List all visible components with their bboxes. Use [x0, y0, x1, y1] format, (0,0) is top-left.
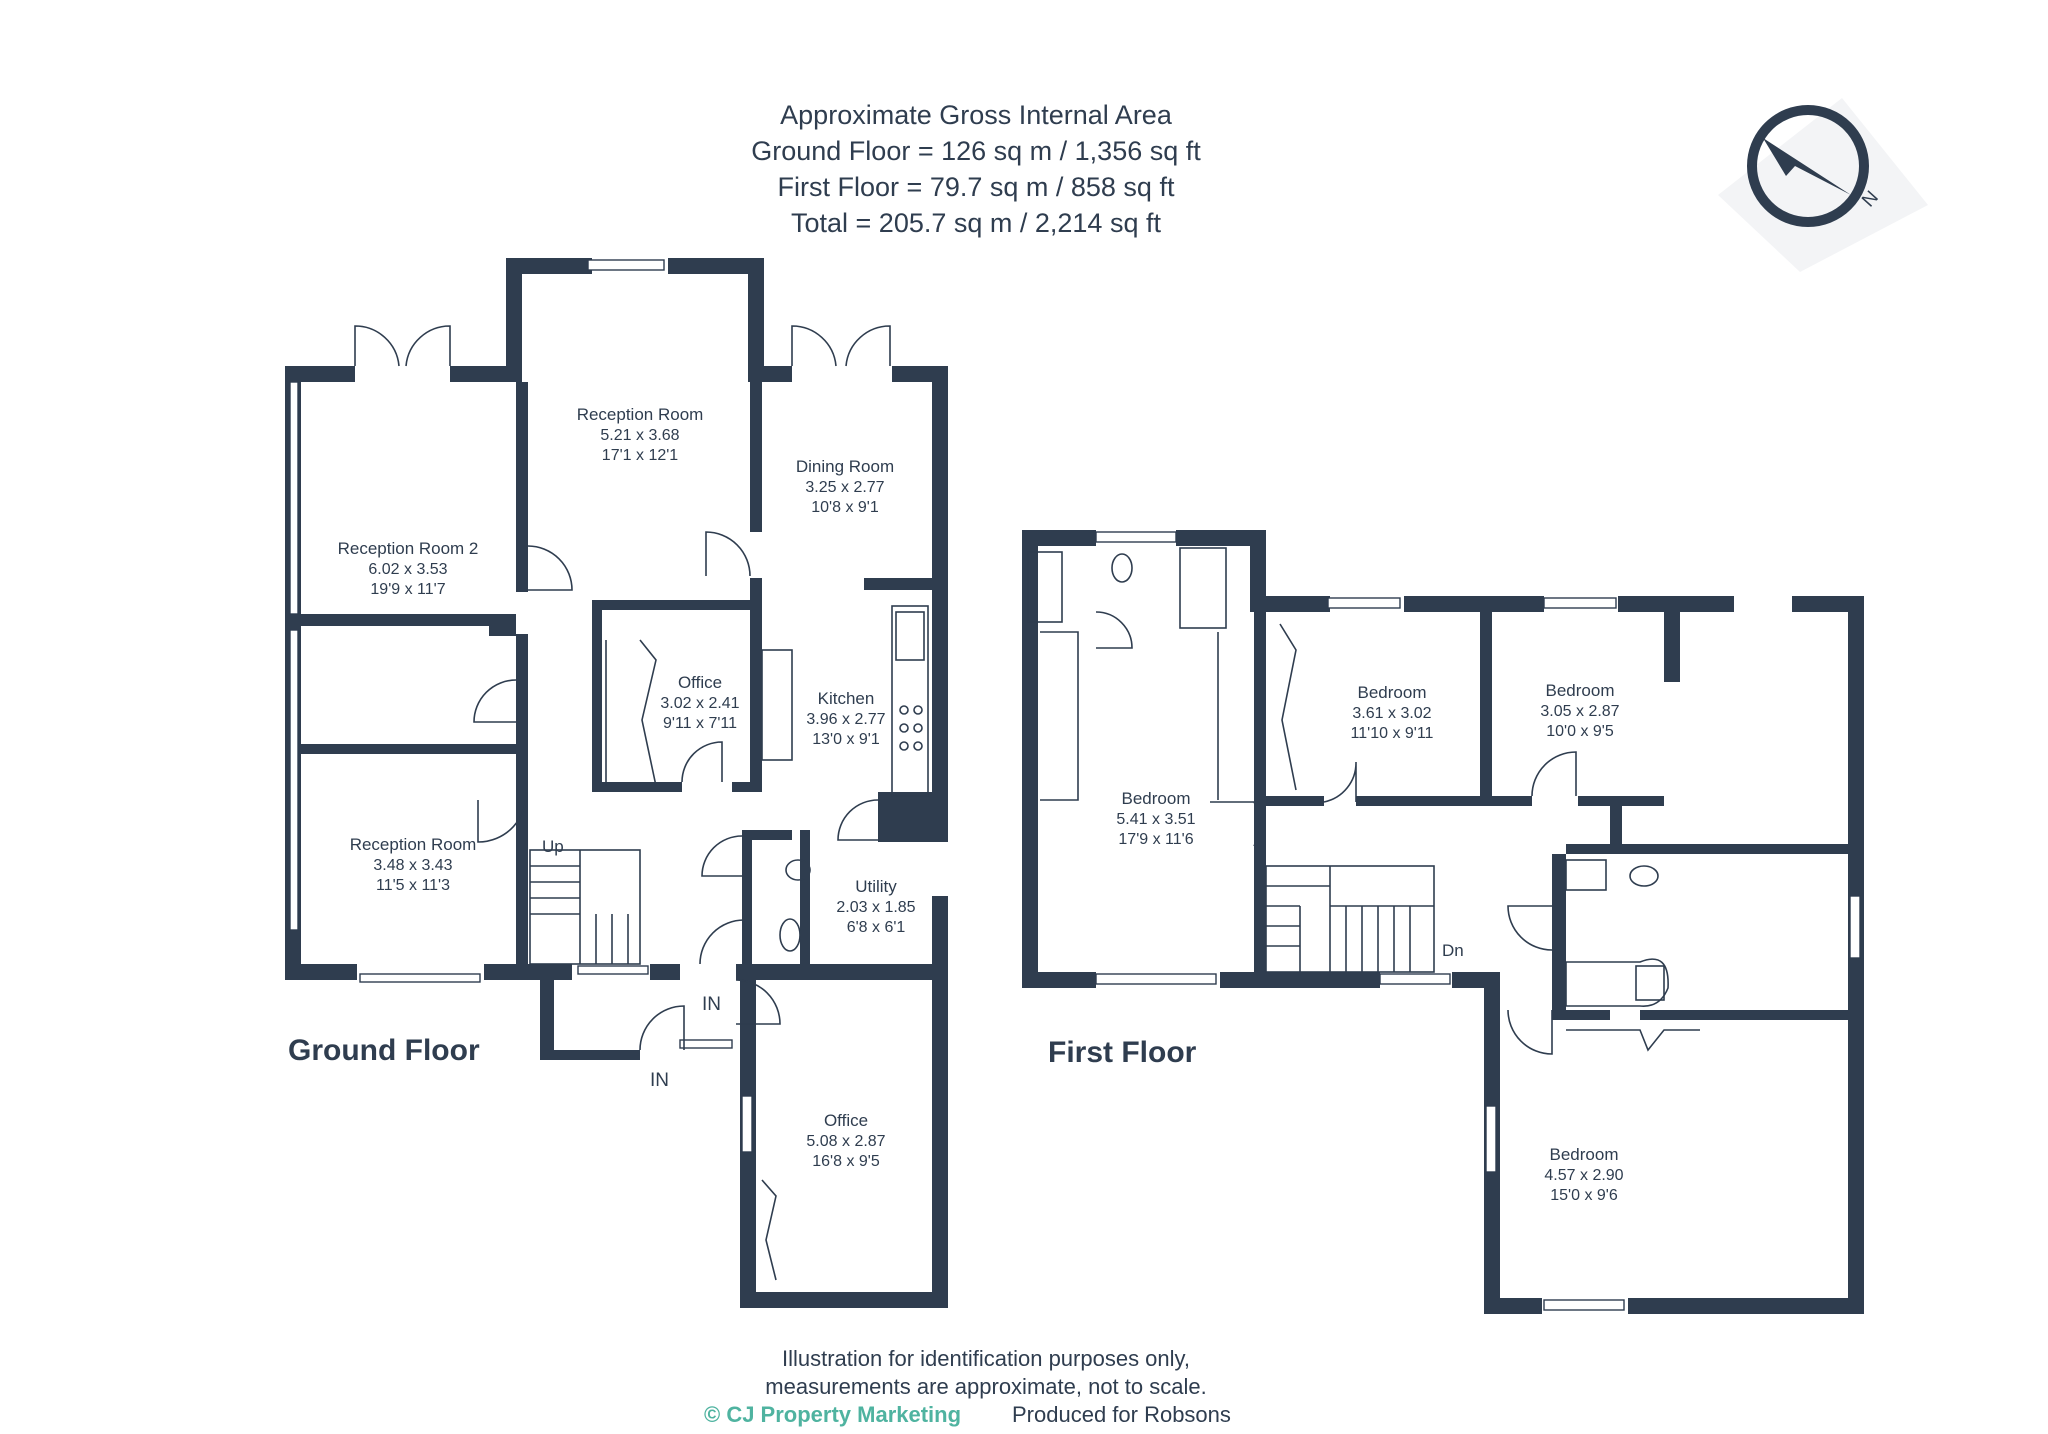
- stairs-up-label: Up: [542, 837, 564, 856]
- svg-text:3.96 x 2.77: 3.96 x 2.77: [806, 711, 885, 728]
- svg-text:Bedroom: Bedroom: [1550, 1145, 1619, 1164]
- svg-text:10'0 x 9'5: 10'0 x 9'5: [1546, 723, 1614, 740]
- room-label-reception-room-2: Reception Room 2 6.02 x 3.53 19'9 x 11'7: [338, 539, 479, 598]
- ground-floor-plan: Reception Room 2 6.02 x 3.53 19'9 x 11'7…: [285, 258, 948, 1308]
- svg-text:Bedroom: Bedroom: [1546, 681, 1615, 700]
- svg-text:6.02 x 3.53: 6.02 x 3.53: [368, 561, 447, 578]
- room-label-utility: Utility 2.03 x 1.85 6'8 x 6'1: [836, 877, 915, 936]
- first-floor-area: First Floor = 79.7 sq m / 858 sq ft: [778, 172, 1175, 202]
- svg-text:4.57 x 2.90: 4.57 x 2.90: [1544, 1167, 1623, 1184]
- ground-floor-label: Ground Floor: [288, 1034, 480, 1067]
- disclaimer-line-1: Illustration for identification purposes…: [782, 1346, 1190, 1371]
- room-label-bedroom-main: Bedroom 5.41 x 3.51 17'9 x 11'6: [1116, 789, 1195, 848]
- room-label-kitchen: Kitchen 3.96 x 2.77 13'0 x 9'1: [806, 689, 885, 748]
- svg-text:11'10 x 9'11: 11'10 x 9'11: [1351, 725, 1434, 742]
- ground-room-labels: Reception Room 2 6.02 x 3.53 19'9 x 11'7…: [338, 405, 916, 1170]
- svg-text:3.25 x 2.77: 3.25 x 2.77: [805, 479, 884, 496]
- svg-text:19'9 x 11'7: 19'9 x 11'7: [370, 581, 445, 598]
- svg-text:5.08 x 2.87: 5.08 x 2.87: [806, 1133, 885, 1150]
- svg-text:5.41 x 3.51: 5.41 x 3.51: [1116, 811, 1195, 828]
- stairs-down-label: Dn: [1442, 941, 1464, 960]
- svg-text:Reception Room 2: Reception Room 2: [338, 539, 479, 558]
- total-area: Total = 205.7 sq m / 2,214 sq ft: [791, 208, 1161, 238]
- room-label-office: Office 3.02 x 2.41 9'11 x 7'11: [660, 673, 739, 732]
- svg-text:9'11 x 7'11: 9'11 x 7'11: [663, 715, 737, 732]
- svg-text:Office: Office: [824, 1111, 868, 1130]
- first-floor-label: First Floor: [1048, 1036, 1197, 1069]
- disclaimer-line-2: measurements are approximate, not to sca…: [765, 1374, 1206, 1399]
- compass-icon: N: [1718, 98, 1928, 272]
- room-label-bedroom-right: Bedroom 3.05 x 2.87 10'0 x 9'5: [1540, 681, 1619, 740]
- first-room-labels: Bedroom 5.41 x 3.51 17'9 x 11'6 Bedroom …: [1116, 681, 1623, 1204]
- svg-text:10'8 x 9'1: 10'8 x 9'1: [811, 499, 879, 516]
- svg-text:Dining Room: Dining Room: [796, 457, 894, 476]
- svg-text:Bedroom: Bedroom: [1122, 789, 1191, 808]
- svg-text:Office: Office: [678, 673, 722, 692]
- room-label-dining-room: Dining Room 3.25 x 2.77 10'8 x 9'1: [796, 457, 894, 516]
- area-summary: Approximate Gross Internal Area Ground F…: [751, 100, 1201, 238]
- svg-text:13'0 x 9'1: 13'0 x 9'1: [812, 731, 880, 748]
- entrance-label-porch: IN: [650, 1070, 669, 1091]
- svg-text:2.03 x 1.85: 2.03 x 1.85: [836, 899, 915, 916]
- svg-text:17'9 x 11'6: 17'9 x 11'6: [1118, 831, 1193, 848]
- svg-text:5.21 x 3.68: 5.21 x 3.68: [600, 427, 679, 444]
- svg-text:Utility: Utility: [855, 877, 897, 896]
- svg-text:Kitchen: Kitchen: [818, 689, 875, 708]
- svg-text:Bedroom: Bedroom: [1358, 683, 1427, 702]
- disclaimer: Illustration for identification purposes…: [765, 1346, 1206, 1399]
- svg-text:15'0 x 9'6: 15'0 x 9'6: [1550, 1187, 1618, 1204]
- svg-text:3.02 x 2.41: 3.02 x 2.41: [660, 695, 739, 712]
- room-label-office-annex: Office 5.08 x 2.87 16'8 x 9'5: [806, 1111, 885, 1170]
- brand-credit: © CJ Property Marketing: [704, 1402, 961, 1427]
- room-label-bedroom-rear: Bedroom 4.57 x 2.90 15'0 x 9'6: [1544, 1145, 1623, 1204]
- room-label-reception-room-rear: Reception Room 3.48 x 3.43 11'5 x 11'3: [350, 835, 477, 894]
- entrance-label-main: IN: [702, 994, 721, 1015]
- room-label-bedroom-middle: Bedroom 3.61 x 3.02 11'10 x 9'11: [1351, 683, 1434, 742]
- produced-for: Produced for Robsons: [1012, 1402, 1231, 1427]
- svg-text:16'8 x 9'5: 16'8 x 9'5: [812, 1153, 880, 1170]
- svg-text:3.61 x 3.02: 3.61 x 3.02: [1352, 705, 1431, 722]
- area-title: Approximate Gross Internal Area: [780, 100, 1173, 130]
- ground-floor-area: Ground Floor = 126 sq m / 1,356 sq ft: [751, 136, 1201, 166]
- svg-text:17'1 x 12'1: 17'1 x 12'1: [602, 447, 678, 464]
- svg-text:3.05 x 2.87: 3.05 x 2.87: [1540, 703, 1619, 720]
- svg-text:Reception Room: Reception Room: [350, 835, 477, 854]
- svg-text:6'8 x 6'1: 6'8 x 6'1: [847, 919, 906, 936]
- svg-text:11'5 x 11'3: 11'5 x 11'3: [376, 877, 450, 894]
- room-label-reception-room-front: Reception Room 5.21 x 3.68 17'1 x 12'1: [577, 405, 704, 464]
- first-floor-plan: Bedroom 5.41 x 3.51 17'9 x 11'6 Bedroom …: [1022, 530, 1864, 1314]
- svg-text:3.48 x 3.43: 3.48 x 3.43: [373, 857, 452, 874]
- svg-text:Reception Room: Reception Room: [577, 405, 704, 424]
